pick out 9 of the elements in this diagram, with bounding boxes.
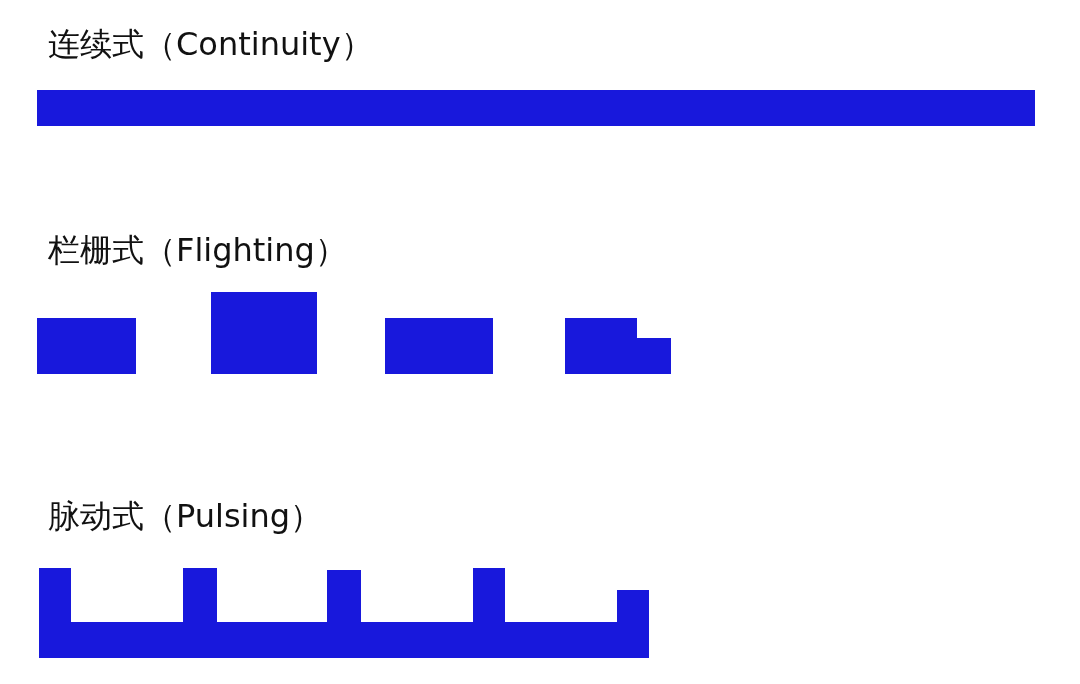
flighting-block: [37, 318, 136, 374]
pulsing-comb-bar: [39, 568, 649, 658]
flighting-block: [385, 318, 493, 374]
pattern-heading: 连续式（Continuity）: [48, 25, 373, 63]
pattern-heading: 栏栅式（Flighting）: [48, 231, 347, 269]
pattern-heading: 脉动式（Pulsing）: [48, 497, 323, 535]
flighting-block: [211, 292, 317, 374]
stepped-flighting-block: [565, 318, 671, 374]
continuous-bar: [37, 90, 1035, 126]
